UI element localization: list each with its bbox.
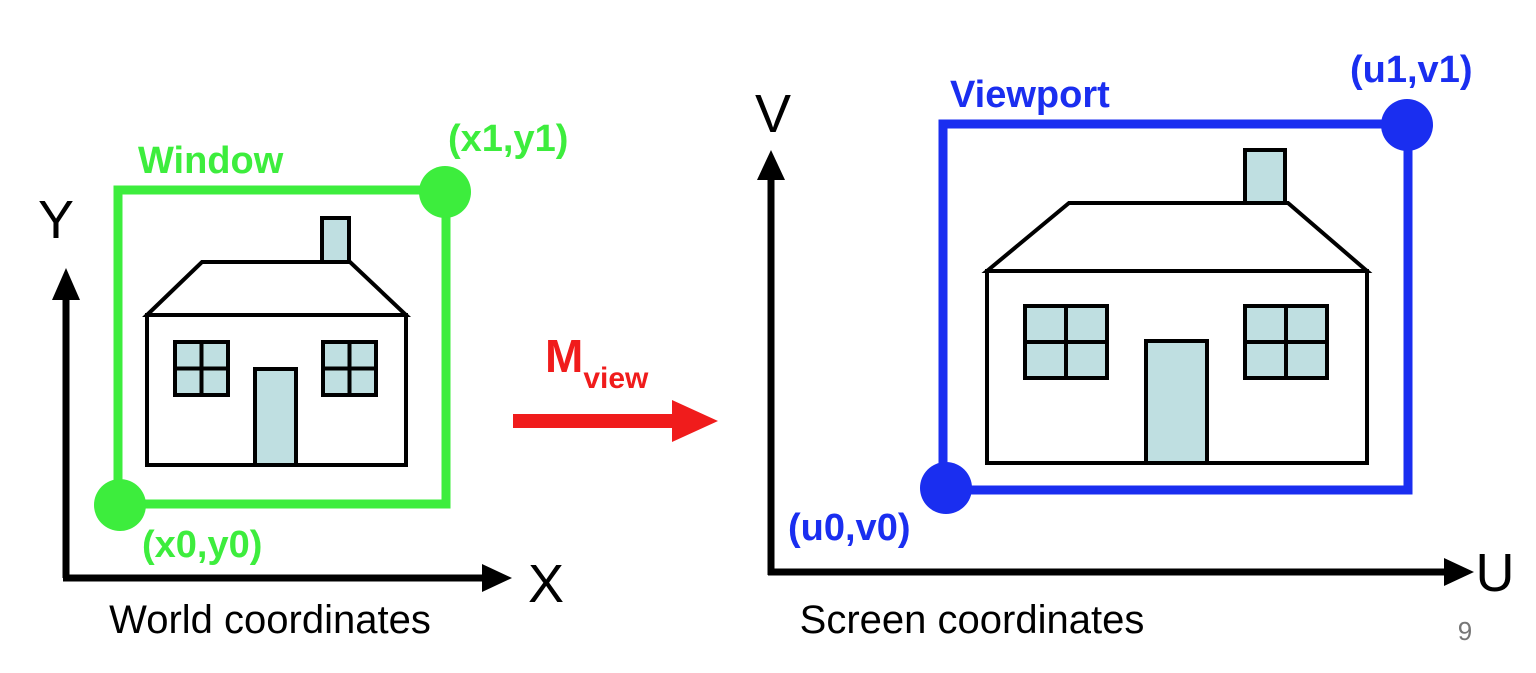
world-caption: World coordinates	[109, 598, 431, 642]
window-corner-top-label: (x1,y1)	[448, 118, 568, 160]
viewport-rectangle	[938, 119, 1413, 495]
world-y-axis-label: Y	[38, 190, 74, 250]
world-x-axis-label: X	[528, 554, 564, 614]
view-transform: Mview	[513, 330, 718, 442]
house-large-window-left	[1023, 304, 1109, 380]
house-large-roof	[981, 201, 1373, 273]
screen-u-arrowhead	[1444, 558, 1474, 586]
slide-number: 9	[1458, 616, 1472, 646]
screen-v-arrowhead	[757, 150, 785, 180]
screen-v-axis-label: V	[755, 84, 791, 144]
house-small-window-right	[321, 340, 378, 397]
screen-coordinates-panel: V U Screen coordinates Viewport (u1,v1) …	[755, 49, 1515, 642]
world-coordinates-panel: Y X World coordinates Window (x1,y1) (x0…	[38, 118, 568, 642]
house-large-door	[1144, 339, 1209, 465]
window-rectangle	[113, 185, 451, 509]
house-small-door	[253, 367, 298, 467]
house-large-chimney	[1243, 148, 1287, 205]
viewport-corner-top-label: (u1,v1)	[1350, 49, 1472, 91]
window-corner-bottom-label: (x0,y0)	[142, 524, 262, 566]
house-large	[981, 148, 1373, 465]
screen-axes	[757, 150, 1474, 586]
window-corner-top-dot	[419, 166, 471, 218]
house-small	[142, 216, 412, 467]
house-small-chimney	[320, 216, 351, 264]
window-label: Window	[138, 140, 284, 182]
screen-caption: Screen coordinates	[800, 598, 1145, 642]
world-axes	[52, 268, 512, 592]
house-small-window-left	[173, 340, 230, 397]
screen-u-axis-label: U	[1476, 543, 1515, 603]
transform-arrow	[513, 400, 718, 442]
transform-label: Mview	[545, 330, 649, 395]
world-y-arrowhead	[52, 268, 80, 300]
viewport-corner-bottom-label: (u0,v0)	[788, 507, 910, 549]
viewport-label: Viewport	[950, 74, 1110, 116]
house-large-window-right	[1243, 304, 1329, 380]
viewport-corner-top-dot	[1381, 99, 1433, 151]
window-corner-bottom-dot	[94, 479, 146, 531]
house-small-roof	[142, 260, 412, 317]
world-x-arrowhead	[482, 564, 512, 592]
viewport-corner-bottom-dot	[920, 462, 972, 514]
